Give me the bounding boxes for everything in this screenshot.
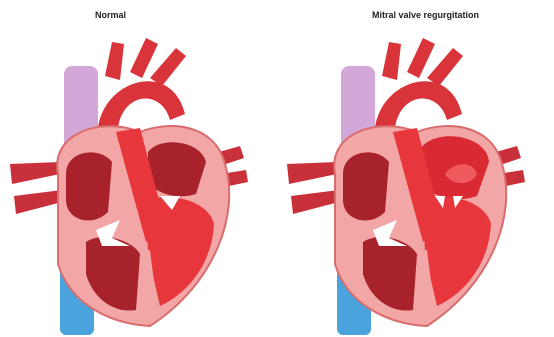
normal-heart-title: Normal [95, 10, 126, 20]
pulmonary-vein-left [287, 162, 337, 184]
left-atrium [148, 142, 206, 196]
aortic-branch-1 [382, 42, 401, 80]
right-atrium [343, 152, 389, 220]
regurgitation-heart-title: Mitral valve regurgitation [372, 10, 479, 20]
regurgitation-heart-illustration [277, 24, 554, 337]
aortic-branch-1 [105, 42, 124, 80]
aortic-branch-3 [427, 48, 463, 86]
pulmonary-vein-left-2 [14, 190, 62, 214]
aortic-branch-2 [130, 38, 158, 78]
pulmonary-vein-left [10, 162, 60, 184]
pulmonary-vein-left-2 [291, 190, 339, 214]
normal-heart-illustration [0, 24, 277, 337]
right-atrium [66, 152, 112, 220]
aortic-branch-3 [150, 48, 186, 86]
aortic-branch-2 [407, 38, 435, 78]
normal-heart-panel: Normal [0, 0, 277, 337]
regurgitation-heart-panel: Mitral valve regurgitation [277, 0, 554, 337]
